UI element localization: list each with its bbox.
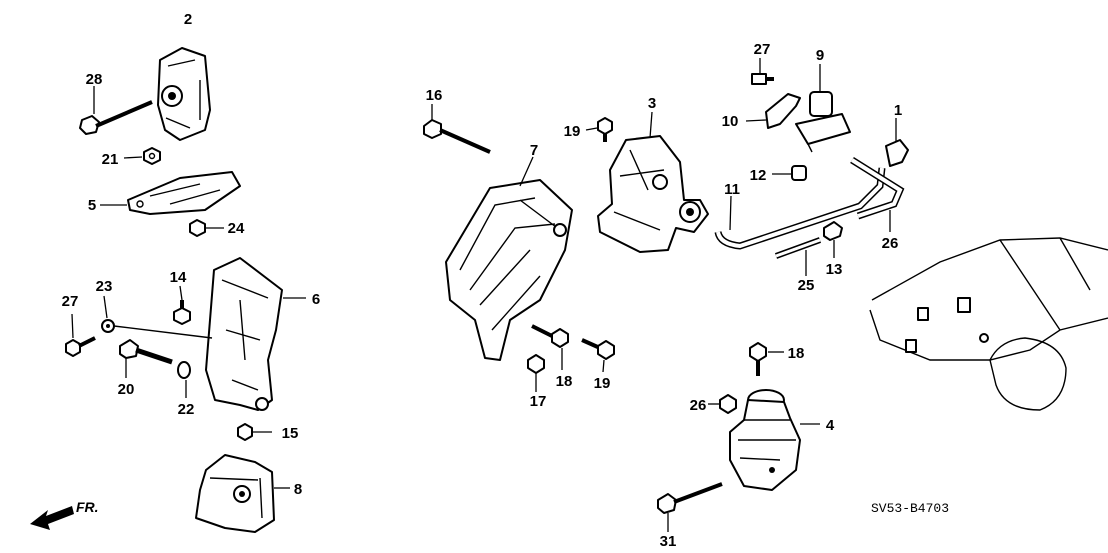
part-7-bracket [445, 156, 573, 361]
callout-6: 6 [312, 291, 320, 308]
callout-30: 28 [86, 71, 103, 88]
part-31-bolt [657, 482, 723, 532]
part-12-grommet [772, 165, 807, 181]
callout-19a: 18 [556, 373, 573, 390]
callout-20: 19 [564, 123, 581, 140]
part-27b-hose [774, 237, 822, 276]
callout-18: 18 [788, 345, 805, 362]
part-24-washer [101, 295, 213, 339]
callout-4: 4 [826, 417, 835, 434]
part-28-bolt [751, 58, 774, 85]
part-1-clip [885, 118, 909, 167]
part-22-nut [123, 147, 161, 165]
part-25-nut [189, 219, 224, 237]
front-direction-arrow-icon [30, 506, 74, 530]
part-4-mount [729, 389, 820, 491]
part-10-bracket [745, 93, 801, 129]
callout-21: 20 [118, 381, 135, 398]
part-11-hose [714, 167, 886, 250]
part-27a-hose [850, 157, 905, 232]
callout-5: 5 [88, 197, 96, 214]
part-16-bolt [423, 104, 491, 154]
part-2-rear-mount [157, 47, 211, 141]
part-5-plate [100, 171, 241, 215]
callout-22: 21 [102, 151, 119, 168]
callout-2: 2 [184, 11, 192, 28]
callout-12: 12 [750, 167, 767, 184]
part-30-bolt [79, 86, 153, 135]
part-21-bolt [119, 339, 173, 378]
part-29-bolt [65, 313, 96, 357]
part-17-bolt [527, 354, 545, 392]
part-15-bolt [237, 423, 272, 441]
part-26-nut [708, 394, 737, 414]
callout-labels: 2 28 21 5 24 14 23 27 6 20 22 15 8 FR. 1… [62, 11, 949, 550]
callout-10: 10 [722, 113, 739, 130]
front-direction-label: FR. [76, 499, 99, 515]
callout-14: 14 [170, 269, 187, 286]
callout-29: 27 [62, 293, 79, 310]
callout-15: 15 [282, 425, 299, 442]
part-18-bolt [749, 342, 784, 376]
part-23-washer [177, 361, 191, 398]
callout-19b: 19 [594, 375, 611, 392]
callout-9: 9 [816, 47, 824, 64]
part-8-mount [195, 454, 290, 533]
part-3-mount [597, 111, 709, 253]
callout-8: 8 [294, 481, 302, 498]
part-19a-bolt [531, 324, 569, 370]
part-20-bolt [585, 117, 613, 142]
part-19b-bolt [581, 338, 615, 373]
callout-27b: 25 [798, 277, 815, 294]
callout-25: 24 [228, 220, 245, 237]
part-9-solenoid [795, 64, 851, 153]
callout-3: 3 [648, 95, 656, 112]
callout-1: 1 [894, 102, 902, 119]
part-6-bracket [205, 257, 306, 411]
callout-17: 17 [530, 393, 547, 410]
callout-27a: 26 [882, 235, 899, 252]
part-13-connector [823, 221, 843, 258]
callout-23: 22 [178, 401, 195, 418]
part-14-bolt [173, 285, 191, 325]
callout-28: 27 [754, 41, 771, 58]
callout-31: 31 [660, 533, 677, 550]
callout-13: 13 [826, 261, 843, 278]
callout-26: 26 [690, 397, 707, 414]
callout-11: 11 [724, 181, 740, 198]
callout-24: 23 [96, 278, 113, 295]
vehicle-location-icon [869, 237, 1108, 411]
callout-7: 7 [530, 142, 538, 159]
callout-16: 16 [426, 87, 443, 104]
drawing-code: SV53-B4703 [871, 501, 949, 516]
